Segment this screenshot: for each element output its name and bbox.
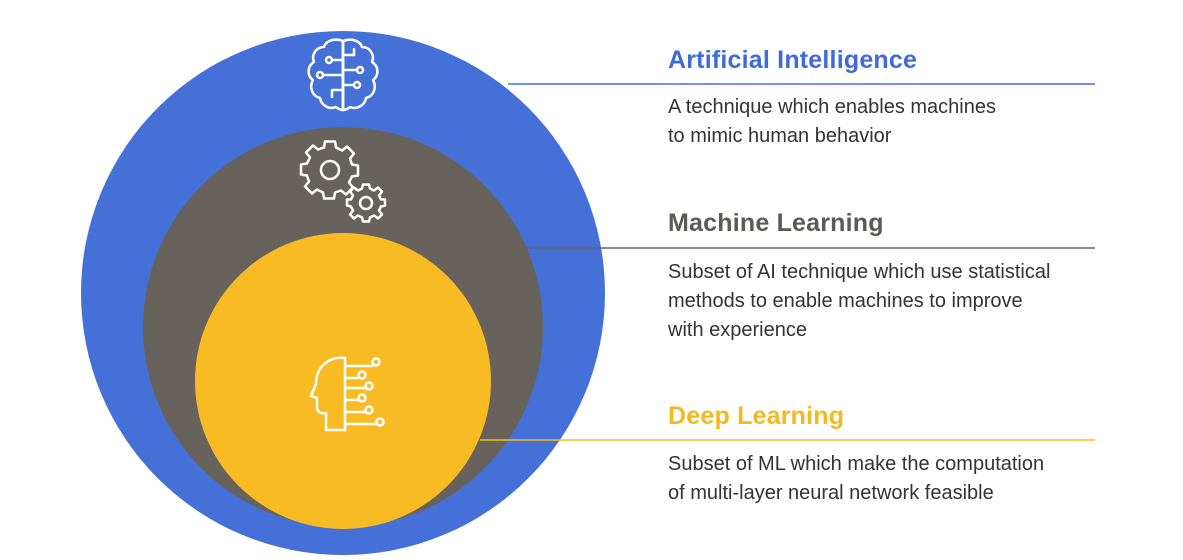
- ai-title: Artificial Intelligence: [668, 46, 918, 74]
- dl-description: Subset of ML which make the computation …: [668, 453, 1045, 504]
- dl-circle: [195, 233, 491, 529]
- ml-description: Subset of AI technique which use statist…: [668, 261, 1051, 341]
- ai-description: A technique which enables machines to mi…: [668, 96, 996, 147]
- dl-section: Deep Learning Subset of ML which make th…: [668, 401, 1098, 504]
- ml-title: Machine Learning: [668, 209, 884, 237]
- gears-icon: [299, 140, 387, 223]
- ai-section: Artificial Intelligence A technique whic…: [668, 45, 1098, 147]
- ml-section: Machine Learning Subset of AI technique …: [668, 208, 1098, 341]
- dl-title: Deep Learning: [668, 402, 845, 430]
- brain-icon: [307, 38, 379, 112]
- neural-head-icon: [309, 356, 385, 432]
